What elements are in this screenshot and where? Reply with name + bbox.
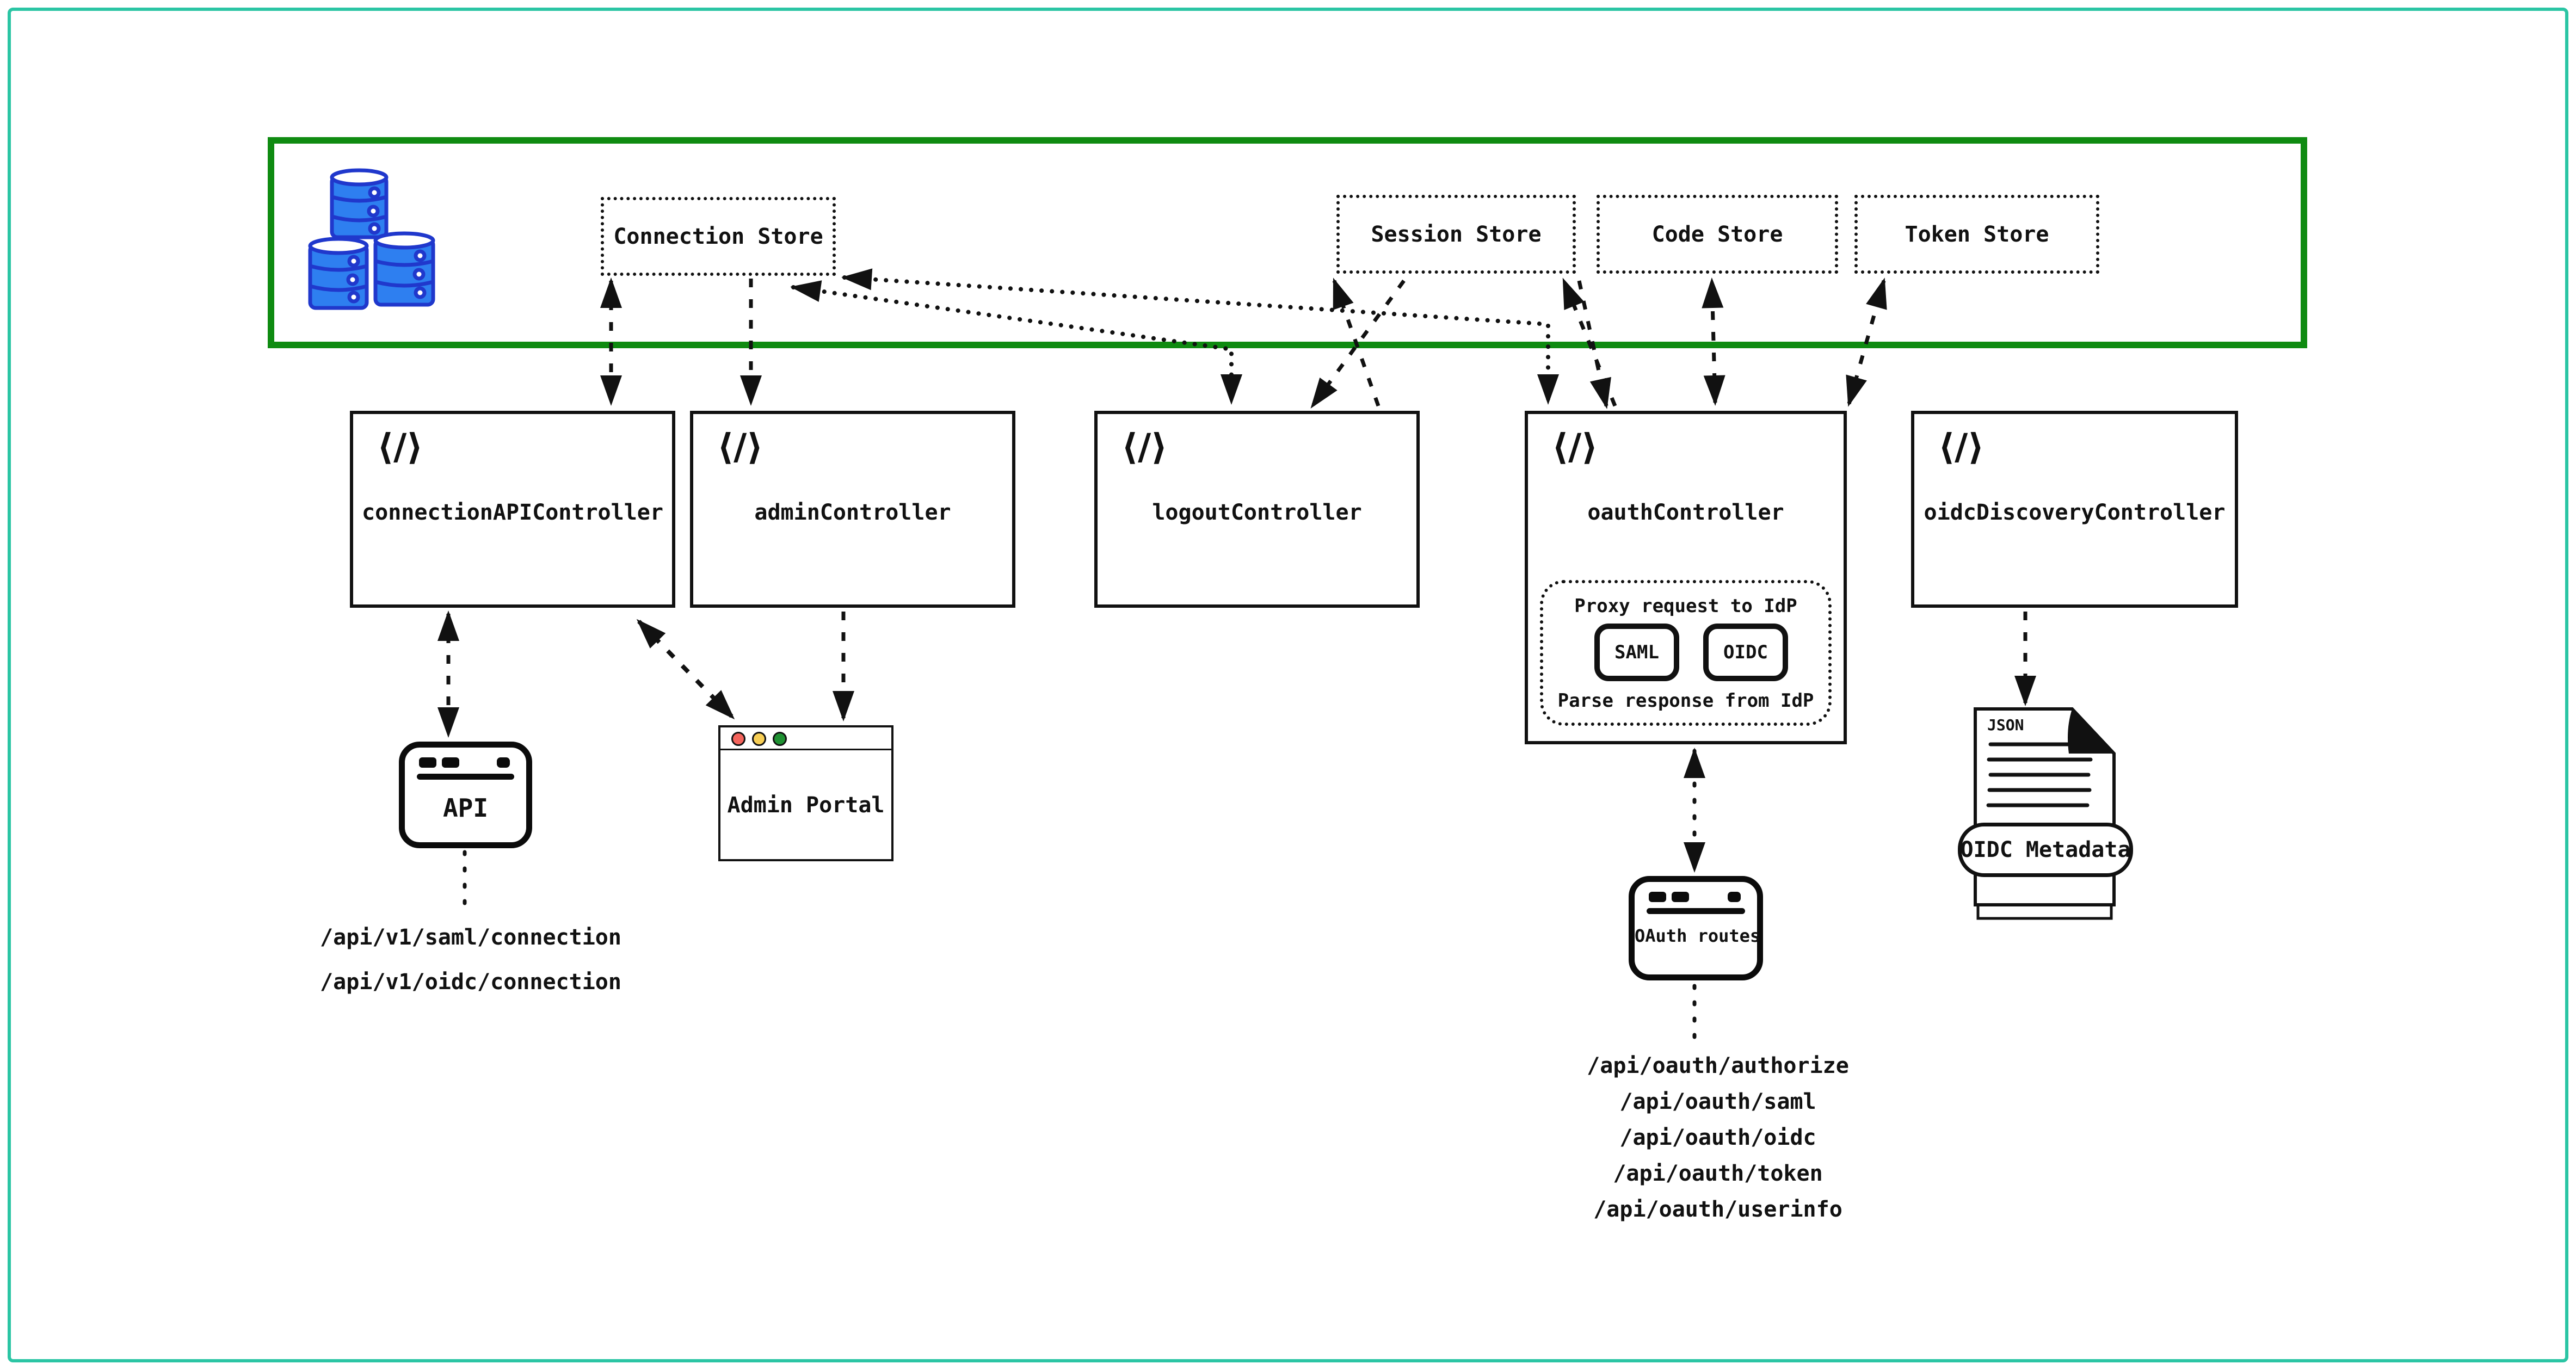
proxy-header: Proxy request to IdP [1574,595,1797,617]
window-dot-icon [497,757,510,768]
code-icon: ⟨/⟩ [1938,426,1985,468]
token-store: Token Store [1854,195,2099,274]
window-square-icon [1649,892,1666,902]
folded-corner-icon [2068,709,2114,754]
api-window: API [399,742,532,848]
connection-store: Connection Store [601,197,836,276]
route-item: /api/oauth/saml [1619,1089,1816,1114]
route-item: /api/oauth/authorize [1587,1053,1849,1078]
oidc-protocol-box: OIDC [1703,624,1788,681]
json-document-icon [1974,707,2116,920]
outer-frame [8,8,2568,1362]
oauth-route-list: /api/oauth/authorize /api/oauth/saml /ap… [1551,1048,1885,1227]
connection-api-controller: ⟨/⟩ connectionAPIController [350,411,675,608]
window-square-icon [1672,892,1689,902]
code-store-label: Code Store [1651,221,1783,247]
connection-store-label: Connection Store [613,224,823,249]
oidc-metadata-label: OIDC Metadata [1960,837,2131,862]
json-file-type-label: JSON [1987,716,2024,734]
token-store-label: Token Store [1905,221,2049,247]
code-store: Code Store [1597,195,1838,274]
oauth-routes-window: OAuth routes [1629,876,1763,980]
code-icon: ⟨/⟩ [1121,426,1168,468]
database-cylinders-icon [308,168,435,310]
api-route-list: /api/v1/saml/connection /api/v1/oidc/con… [305,915,637,1004]
route-item: /api/oauth/userinfo [1593,1197,1842,1222]
oidc-discovery-controller: ⟨/⟩ oidcDiscoveryController [1911,411,2238,608]
proxy-footer: Parse response from IdP [1557,690,1814,712]
api-window-label: API [442,793,489,823]
oidc-metadata-banner: OIDC Metadata [1958,823,2133,877]
route-item: /api/oauth/oidc [1619,1125,1816,1150]
minimize-icon [752,732,766,746]
window-square-icon [419,757,436,768]
saml-label: SAML [1614,641,1659,663]
controller-label: adminController [754,500,951,525]
logout-controller: ⟨/⟩ logoutController [1094,411,1420,608]
portal-titlebar [720,727,891,750]
session-store: Session Store [1336,195,1576,274]
oidc-label: OIDC [1723,641,1768,663]
window-dot-icon [1728,892,1741,902]
controller-label: logoutController [1152,500,1362,525]
route-item: /api/v1/oidc/connection [320,970,621,995]
code-icon: ⟨/⟩ [717,426,763,468]
code-icon: ⟨/⟩ [1552,426,1598,468]
admin-portal-window: Admin Portal [718,725,893,861]
window-titlebar [1647,908,1745,914]
db-barrel-left [308,237,369,310]
idp-proxy-box: Proxy request to IdP SAML OIDC Parse res… [1540,580,1832,726]
controller-label: connectionAPIController [362,500,663,525]
session-store-label: Session Store [1371,221,1542,247]
db-barrel-right [373,231,435,307]
admin-portal-label: Admin Portal [727,793,885,818]
close-icon [731,732,745,746]
route-item: /api/v1/saml/connection [320,925,621,950]
window-square-icon [442,757,459,768]
maximize-icon [773,732,787,746]
oauth-routes-label: OAuth routes [1635,925,1761,946]
saml-protocol-box: SAML [1594,624,1679,681]
route-item: /api/oauth/token [1613,1161,1823,1186]
db-barrel-top [330,168,389,239]
controller-label: oauthController [1587,500,1784,525]
code-icon: ⟨/⟩ [377,426,423,468]
admin-controller: ⟨/⟩ adminController [690,411,1015,608]
window-titlebar [417,774,514,780]
controller-label: oidcDiscoveryController [1924,500,2226,525]
